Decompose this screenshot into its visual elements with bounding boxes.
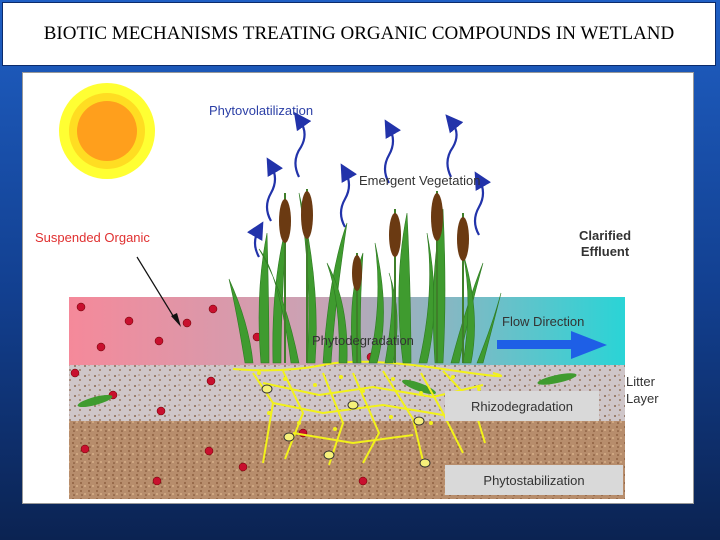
slide-title: BIOTIC MECHANISMS TREATING ORGANIC COMPO… bbox=[43, 23, 675, 44]
title-bar: BIOTIC MECHANISMS TREATING ORGANIC COMPO… bbox=[2, 2, 716, 66]
litter-leaves bbox=[77, 373, 577, 408]
label-phytodegradation: Phytodegradation bbox=[312, 333, 414, 348]
label-flow-direction: Flow Direction bbox=[502, 314, 585, 329]
root-tips bbox=[257, 371, 481, 431]
wetland-diagram: Phytovolatilization Emergent Vegetation … bbox=[22, 72, 694, 504]
volatilization-arrows bbox=[246, 111, 492, 258]
label-phytostabilization: Phytostabilization bbox=[445, 465, 623, 495]
sun-icon bbox=[59, 83, 155, 179]
label-litter-layer: Litter Layer bbox=[626, 374, 659, 406]
cattail-heads bbox=[279, 191, 469, 291]
label-emergent-vegetation: Emergent Vegetation bbox=[359, 173, 481, 188]
label-phytovolatilization: Phytovolatilization bbox=[209, 103, 314, 118]
label-clarified-effluent: Clarified Effluent bbox=[579, 228, 632, 259]
pointer-arrow bbox=[136, 256, 181, 327]
label-rhizodegradation: Rhizodegradation bbox=[445, 391, 599, 421]
label-suspended-organic: Suspended Organic bbox=[35, 230, 150, 245]
wetland-illustration bbox=[59, 83, 625, 499]
flow-arrow-icon bbox=[497, 331, 607, 359]
root-nodules bbox=[261, 384, 431, 468]
